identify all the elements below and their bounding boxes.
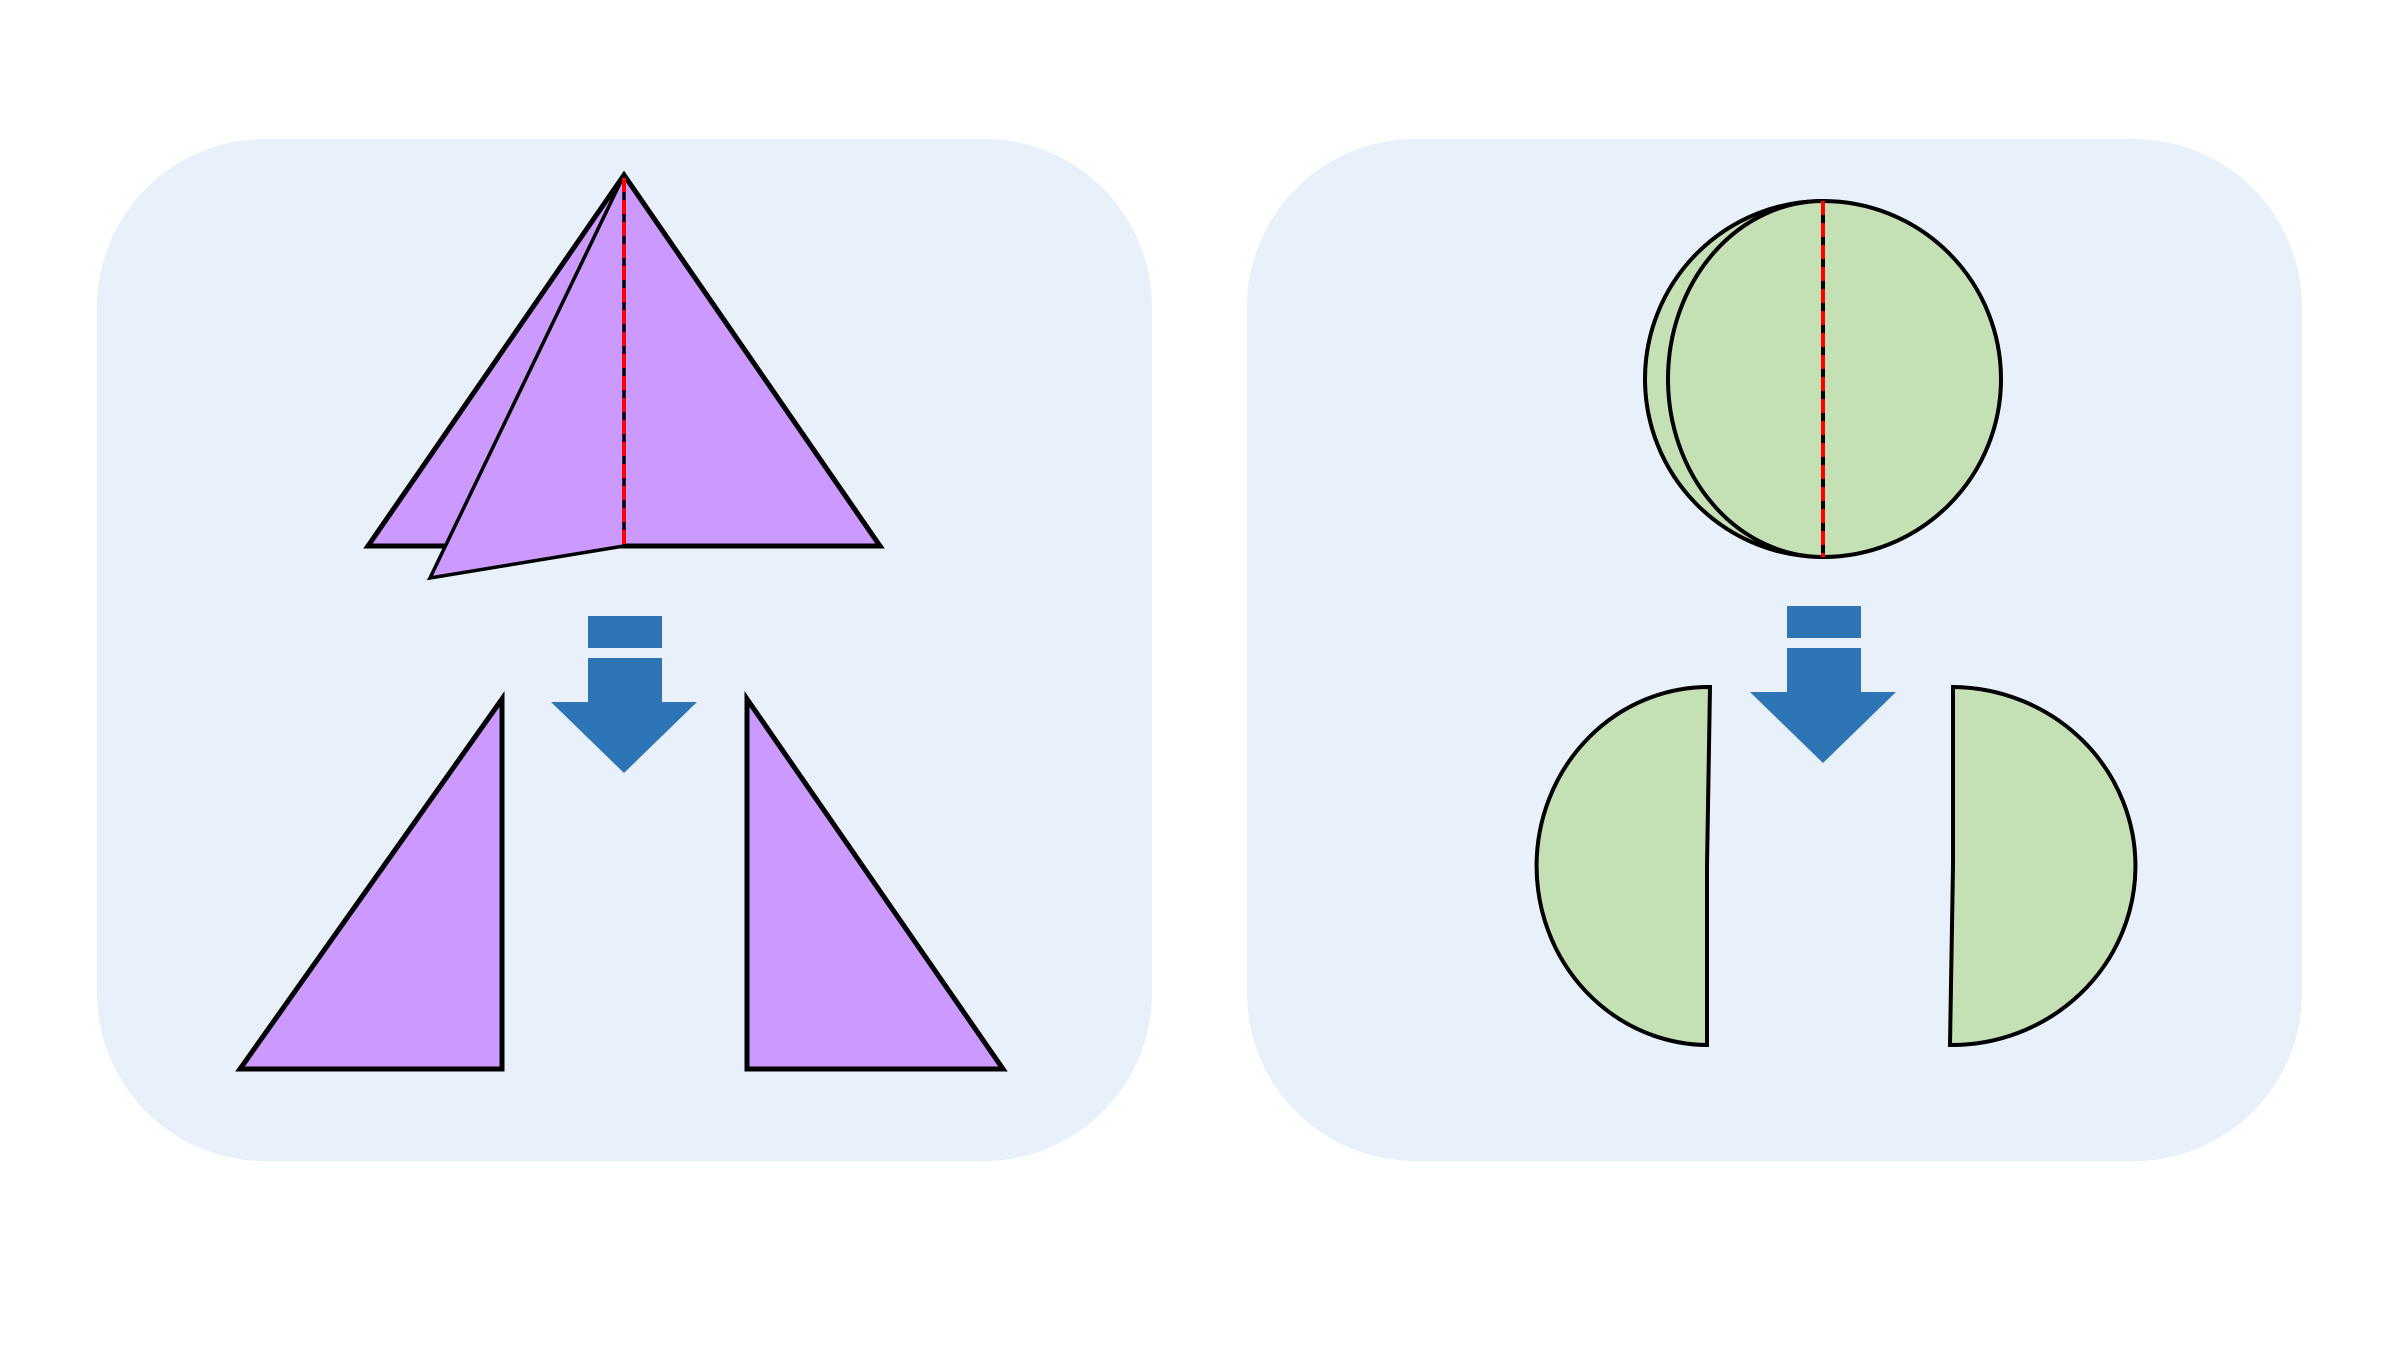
fold-arrow-icon xyxy=(551,616,697,773)
result-semicircles xyxy=(1534,684,2138,1048)
circle-fold-panel xyxy=(1247,139,2302,1161)
right-triangle-left xyxy=(235,691,505,1072)
semicircle-right xyxy=(1947,684,2138,1048)
right-triangle-right xyxy=(744,690,1008,1072)
fold-arrow-icon xyxy=(1750,606,1896,763)
triangle-fold-panel xyxy=(97,139,1152,1161)
semicircle-left xyxy=(1534,684,1713,1048)
result-right-triangles xyxy=(235,690,1008,1072)
folded-triangle xyxy=(363,170,885,581)
circle-folded-flap xyxy=(1666,198,1825,560)
folded-circle xyxy=(1643,198,2003,560)
